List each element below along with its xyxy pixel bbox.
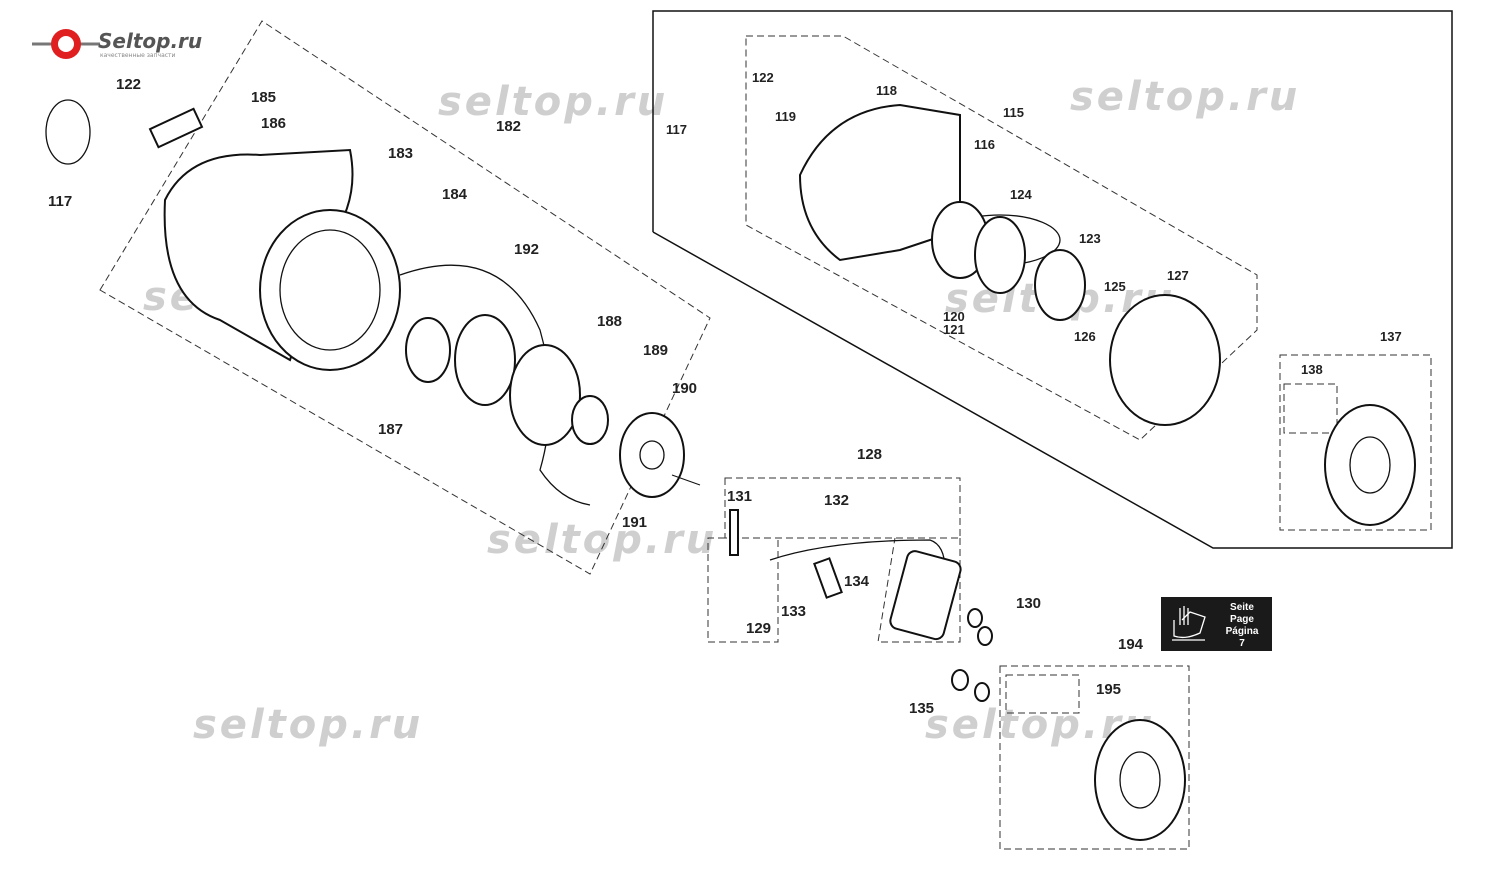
callouts-right: 122 118 117 119 115 116 124 123 127 125 … bbox=[666, 70, 1402, 377]
callout: 190 bbox=[672, 380, 697, 397]
callout: 127 bbox=[1167, 268, 1189, 283]
callout: 185 bbox=[251, 89, 276, 106]
callout: 134 bbox=[844, 573, 870, 590]
callout: 124 bbox=[1010, 187, 1032, 202]
watermark: seltop.ru bbox=[1070, 74, 1300, 120]
starter-assembly-box-115 bbox=[745, 35, 1258, 441]
callout: 184 bbox=[442, 186, 468, 203]
callout: 187 bbox=[378, 421, 403, 438]
seltop-logo: Seltop.ru качественные запчасти bbox=[32, 29, 202, 59]
callout: 130 bbox=[1016, 595, 1041, 612]
callout: 122 bbox=[116, 76, 141, 93]
callouts-left: 122 185 186 183 117 182 184 192 188 189 … bbox=[48, 76, 697, 531]
starter-assembly-box-182 bbox=[99, 20, 711, 575]
callout: 189 bbox=[643, 342, 668, 359]
box-129 bbox=[707, 537, 779, 643]
callout: 131 bbox=[727, 488, 752, 505]
callout: 122 bbox=[752, 70, 774, 85]
box-138 bbox=[1283, 383, 1338, 434]
callout: 126 bbox=[1074, 329, 1096, 344]
callout: 119 bbox=[775, 109, 796, 124]
box-130 bbox=[877, 537, 961, 643]
logo-text: Seltop.ru bbox=[98, 29, 202, 53]
callout: 192 bbox=[514, 241, 539, 258]
watermark: seltop.ru bbox=[487, 517, 717, 563]
watermark: seltop.ru bbox=[438, 79, 668, 125]
alternate-starter-frame bbox=[652, 10, 1453, 549]
page-ref-line3: Página bbox=[1226, 626, 1259, 637]
hand-on-part-icon bbox=[1172, 606, 1206, 641]
callout: 121 bbox=[943, 322, 965, 337]
parts bbox=[45, 99, 1416, 841]
callout: 182 bbox=[496, 118, 521, 135]
page-ref-number: 7 bbox=[1239, 638, 1245, 649]
callout: 195 bbox=[1096, 681, 1121, 698]
flywheel-box-194 bbox=[999, 665, 1190, 850]
callout: 194 bbox=[1118, 636, 1144, 653]
callout: 132 bbox=[824, 492, 849, 509]
callout: 125 bbox=[1104, 279, 1126, 294]
callout: 133 bbox=[781, 603, 806, 620]
ignition-box-128 bbox=[724, 477, 961, 539]
callout: 138 bbox=[1301, 362, 1323, 377]
flywheel-box-137 bbox=[1279, 354, 1432, 531]
callout: 118 bbox=[876, 83, 897, 98]
callout: 116 bbox=[974, 137, 995, 152]
callout: 120 bbox=[943, 309, 965, 324]
callout: 123 bbox=[1079, 231, 1101, 246]
page-reference-badge[interactable]: Seite Page Página 7 bbox=[1161, 597, 1272, 651]
callouts-ignition: 128 131 132 134 133 130 129 194 195 135 bbox=[727, 446, 1144, 717]
watermark: seltop.ru bbox=[193, 702, 423, 748]
callout: 137 bbox=[1380, 329, 1402, 344]
callout: 191 bbox=[622, 514, 647, 531]
callout: 117 bbox=[48, 193, 72, 210]
callout: 129 bbox=[746, 620, 771, 637]
callout: 186 bbox=[261, 115, 286, 132]
callout: 128 bbox=[857, 446, 882, 463]
callout: 188 bbox=[597, 313, 622, 330]
callout: 135 bbox=[909, 700, 934, 717]
box-195 bbox=[1005, 674, 1080, 714]
callout: 117 bbox=[666, 122, 687, 137]
page-ref-line2: Page bbox=[1230, 614, 1254, 625]
callout: 115 bbox=[1003, 105, 1024, 120]
logo-tagline: качественные запчасти bbox=[100, 52, 176, 59]
page-ref-line1: Seite bbox=[1230, 602, 1254, 613]
callout: 183 bbox=[388, 145, 413, 162]
